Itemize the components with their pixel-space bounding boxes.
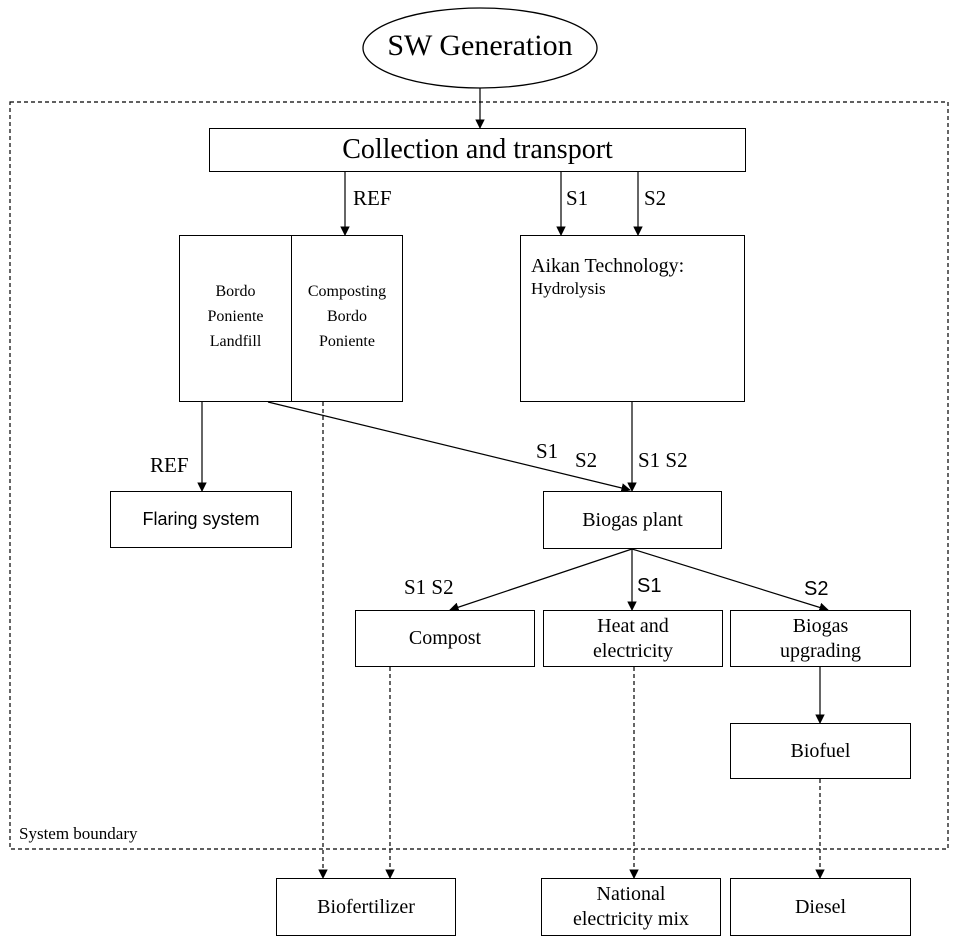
- biofuel-label: Biofuel: [790, 739, 851, 762]
- sw-generation-label: SW Generation: [387, 29, 573, 62]
- biofertilizer-node: Biofertilizer: [276, 878, 456, 936]
- composting-label: Composting Bordo Poniente: [307, 283, 387, 350]
- heat-electricity-label: Heat and electricity: [593, 614, 673, 662]
- edge-label-s2-landfill-biogas: S2: [575, 448, 598, 472]
- collection-transport-node: Collection and transport: [209, 128, 746, 172]
- edge-label-s1-heat: S1: [637, 575, 662, 597]
- edge-label-s1-top: S1: [566, 186, 589, 210]
- landfill-node: Bordo Poniente Landfill: [179, 235, 292, 402]
- biofuel-node: Biofuel: [730, 723, 911, 779]
- diesel-node: Diesel: [730, 878, 911, 936]
- edge-label-s2-top: S2: [644, 186, 667, 210]
- system-boundary-label: System boundary: [19, 824, 138, 843]
- edge-label-s2-upgrading: S2: [804, 578, 829, 600]
- biogas-plant-node: Biogas plant: [543, 491, 722, 549]
- biogas-plant-label: Biogas plant: [582, 508, 683, 531]
- edge-biogas-to-compost: [449, 548, 633, 612]
- landfill-label: Bordo Poniente Landfill: [207, 283, 264, 350]
- system-boundary: [9, 101, 949, 850]
- diesel-label: Diesel: [794, 895, 847, 918]
- edge-landfill-to-biogas: [267, 401, 631, 493]
- national-mix-node: National electricity mix: [541, 878, 721, 936]
- flaring-node: Flaring system: [110, 491, 292, 548]
- compost-node: Compost: [355, 610, 535, 667]
- edge-label-ref-top: REF: [353, 186, 392, 210]
- biogas-upgrading-label: Biogas upgrading: [779, 614, 862, 662]
- edge-label-s1s2-aikan-biogas: S1 S2: [638, 448, 688, 472]
- aikan-title: Aikan Technology:: [531, 255, 685, 277]
- edge-label-s1-landfill-biogas: S1: [536, 439, 559, 463]
- biofertilizer-label: Biofertilizer: [317, 895, 415, 918]
- edge-label-ref-flaring: REF: [150, 453, 189, 477]
- aikan-node: Aikan Technology: Hydrolysis: [520, 235, 745, 402]
- flaring-label: Flaring system: [142, 509, 260, 529]
- national-mix-label: National electricity mix: [572, 883, 690, 930]
- heat-electricity-node: Heat and electricity: [543, 610, 723, 667]
- edge-biogas-to-upgrading: [631, 548, 829, 613]
- aikan-subtitle: Hydrolysis: [531, 279, 606, 298]
- composting-node: Composting Bordo Poniente: [291, 235, 403, 402]
- compost-label: Compost: [408, 627, 482, 649]
- collection-transport-label: Collection and transport: [342, 134, 613, 165]
- edge-label-s1s2-compost: S1 S2: [404, 575, 454, 599]
- biogas-upgrading-node: Biogas upgrading: [730, 610, 911, 667]
